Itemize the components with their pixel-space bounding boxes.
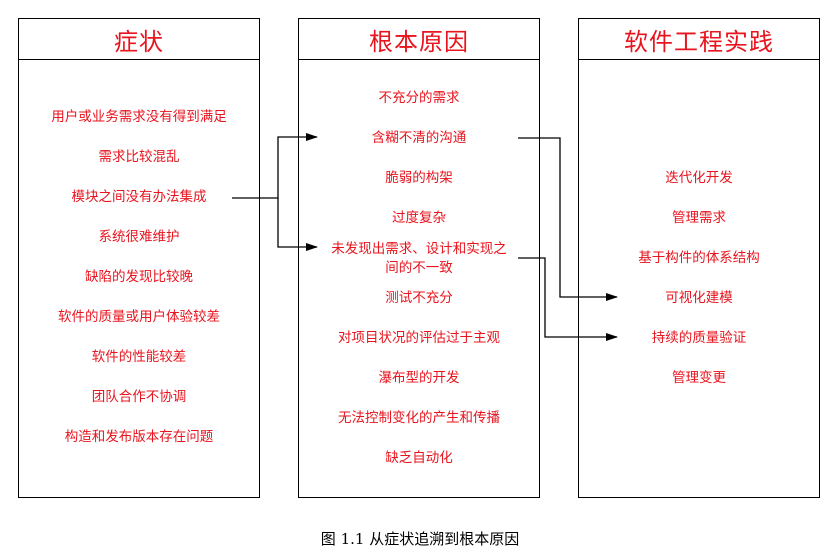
symptom-item: 需求比较混乱	[98, 149, 180, 165]
symptom-item: 软件的性能较差	[91, 349, 187, 365]
practices-title: 软件工程实践	[579, 19, 819, 60]
root-cause-item: 脆弱的构架	[385, 170, 453, 186]
practice-item: 可视化建模	[665, 290, 733, 306]
root-cause-item: 测试不充分	[385, 290, 453, 306]
root-cause-item: 含糊不清的沟通	[371, 130, 467, 146]
root-cause-item: 对项目状况的评估过于主观	[338, 330, 500, 346]
symptom-item: 软件的质量或用户体验较差	[58, 309, 220, 325]
practice-item: 迭代化开发	[665, 170, 733, 186]
root-cause-item: 瀑布型的开发	[378, 370, 460, 386]
root-cause-item: 不充分的需求	[378, 90, 460, 106]
root-cause-item: 无法控制变化的产生和传播	[338, 410, 500, 426]
symptom-item: 缺陷的发现比较晚	[85, 269, 193, 285]
root-cause-item: 间的不一致	[385, 260, 453, 276]
practices-box: 软件工程实践 迭代化开发 管理需求 基于构件的体系结构 可视化建模 持续的质量验…	[578, 18, 820, 498]
symptom-item: 模块之间没有办法集成	[71, 189, 207, 205]
root-causes-box: 根本原因 不充分的需求 含糊不清的沟通 脆弱的构架 过度复杂 未发现出需求、设计…	[298, 18, 540, 498]
symptoms-box: 症状 用户或业务需求没有得到满足 需求比较混乱 模块之间没有办法集成 系统很难维…	[18, 18, 260, 498]
root-causes-title: 根本原因	[299, 19, 539, 60]
symptom-item: 构造和发布版本存在问题	[64, 429, 214, 445]
symptom-item: 用户或业务需求没有得到满足	[51, 109, 227, 125]
practice-item: 持续的质量验证	[651, 330, 747, 346]
symptoms-title: 症状	[19, 19, 259, 60]
practice-item: 基于构件的体系结构	[638, 250, 760, 266]
practice-item: 管理需求	[672, 210, 726, 226]
root-cause-item: 过度复杂	[392, 210, 446, 226]
symptom-item: 系统很难维护	[98, 229, 180, 245]
practice-item: 管理变更	[672, 370, 726, 386]
root-cause-item: 缺乏自动化	[385, 450, 453, 466]
symptom-item: 团队合作不协调	[91, 389, 187, 405]
root-cause-item: 未发现出需求、设计和实现之	[331, 241, 507, 257]
figure-caption: 图 1.1 从症状追溯到根本原因	[320, 530, 520, 548]
